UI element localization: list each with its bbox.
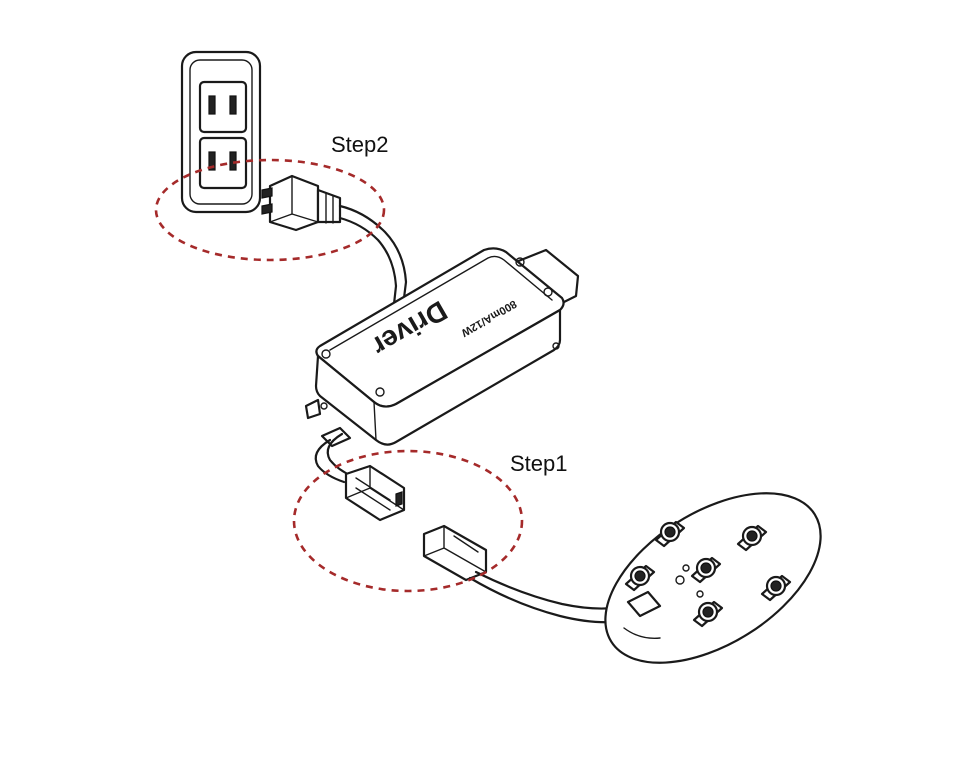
board-mount-hole [675,575,685,585]
led-emitter [690,556,722,584]
led-driver-box: Driver 800mA/12W [304,247,580,446]
led-emitter [692,600,724,628]
led-board-wire-clip [626,590,662,618]
led-board [604,492,822,664]
led-emitters [624,520,792,628]
step1-highlight-circle [292,449,524,593]
power-plug [261,174,342,232]
step2-highlight-circle [154,158,386,262]
led-emitter [624,564,656,592]
step1-label: Step1 [510,451,568,476]
led-emitter [736,524,768,552]
led-emitter [654,520,686,548]
socket-outlet-lower [198,136,248,190]
board-mount-hole [696,590,704,598]
board-mount-hole [682,564,690,572]
wall-socket [180,50,262,214]
dc-output-cable [314,426,354,484]
driver-front-face [314,308,562,446]
step2-label: Step2 [331,132,389,157]
led-board-disc [604,492,822,664]
driver-bracket-front [304,398,322,420]
connector-female [344,464,406,522]
ac-cord [338,204,408,306]
led-emitter [760,574,792,602]
socket-outlet-upper [198,80,248,134]
